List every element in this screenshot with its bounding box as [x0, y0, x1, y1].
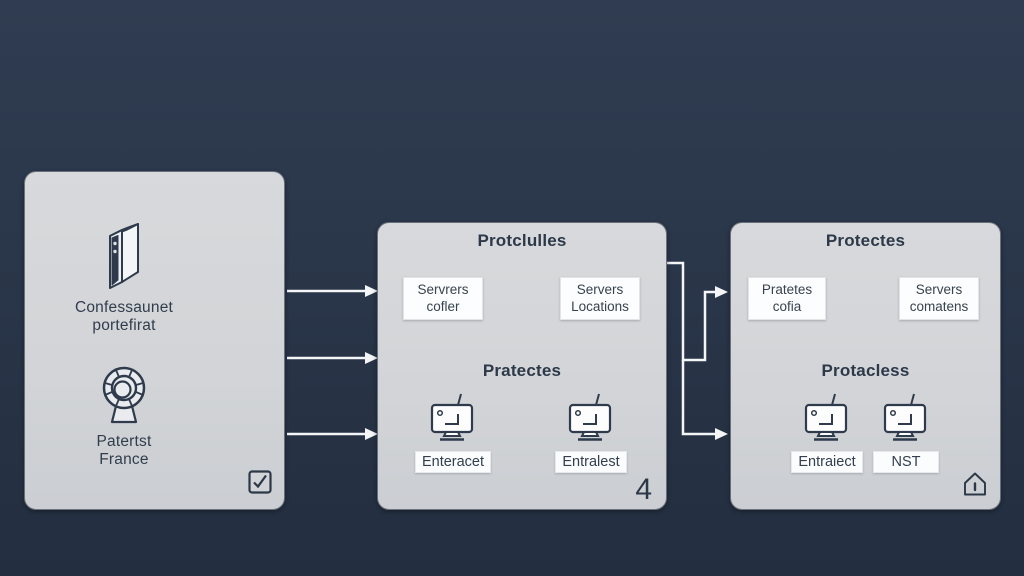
home-icon[interactable] [960, 469, 990, 504]
flow-box-servers-locations: Servers Locations [560, 277, 640, 320]
device-label: Enteracet [414, 451, 492, 473]
flow-box-servers-cofler: Servrers cofler [403, 277, 483, 320]
panel-title: Protectes [825, 231, 906, 250]
flow-box-pratetes-cofia: Pratetes cofia [748, 277, 826, 320]
device-entralest: Entralest [551, 393, 631, 473]
workstation-icon [563, 393, 619, 443]
source-node-wheel: Patertst France [44, 362, 204, 469]
device-label: NST [873, 451, 939, 473]
step-number: 4 [635, 473, 652, 506]
device-label: Entralest [555, 451, 627, 473]
workstation-icon [799, 393, 855, 443]
flow-box-servers-comatens: Servers comatens [899, 277, 979, 320]
server-tower-icon [102, 222, 146, 290]
device-enteracet: Enteracet [413, 393, 493, 473]
device-label: Entraiect [791, 451, 863, 473]
workstation-icon [425, 393, 481, 443]
panel-protectes: Protectes Pratetes cofia Servers comaten… [730, 222, 1001, 510]
source-node-server: Confessaunet portefirat [44, 222, 204, 335]
panel-source: Confessaunet portefirat [24, 171, 285, 510]
device-nst: NST [866, 393, 946, 473]
checkbox-checked-icon[interactable] [247, 469, 273, 500]
panel-subtitle: Pratectes [482, 361, 562, 380]
node-label: Patertst France [96, 433, 152, 469]
panel-subtitle: Protacless [821, 361, 910, 380]
workstation-icon [878, 393, 934, 443]
wheel-icon [98, 362, 150, 424]
device-entraiect: Entraiect [787, 393, 867, 473]
node-label: Confessaunet portefirat [74, 299, 174, 335]
panel-title: Protclulles [477, 231, 567, 250]
panel-protclulles: Protclulles Servrers cofler Servers Loca… [377, 222, 667, 510]
